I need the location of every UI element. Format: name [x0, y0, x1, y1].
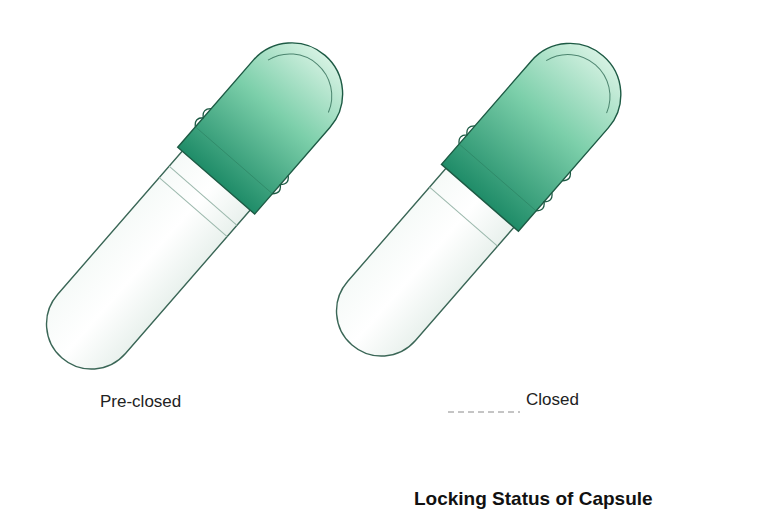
- state-label: Pre-closed: [100, 392, 181, 412]
- closed-capsule: [311, 20, 645, 381]
- dotted-leader: [448, 412, 520, 413]
- cap-dome-line: [546, 39, 626, 114]
- cap-groove: [193, 106, 291, 196]
- cap-dome-line: [268, 38, 348, 113]
- body-ring: [159, 178, 227, 237]
- capsule-cap: [441, 22, 641, 231]
- cap-ring: [195, 127, 272, 194]
- state-label: Closed: [526, 390, 579, 410]
- cap-ring: [459, 144, 536, 211]
- capsule-cap: [178, 22, 364, 214]
- pre-closed-capsule: [21, 20, 366, 394]
- figure-caption: Locking Status of Capsule: [414, 488, 653, 510]
- cap-groove: [457, 102, 573, 213]
